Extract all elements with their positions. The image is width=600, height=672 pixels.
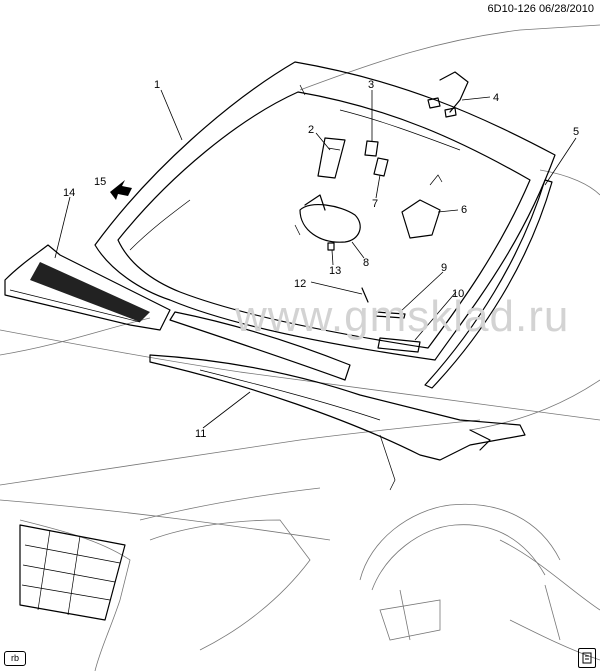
grille bbox=[19, 524, 126, 621]
mirror-bracket bbox=[317, 137, 346, 179]
rb-badge: rb bbox=[4, 651, 26, 666]
bolt bbox=[327, 242, 335, 251]
pin bbox=[361, 287, 369, 303]
leader-lines bbox=[54, 89, 577, 429]
callout-8: 8 bbox=[363, 257, 369, 269]
label-strip bbox=[374, 311, 406, 319]
drawing-date: 06/28/2010 bbox=[538, 3, 594, 15]
callout-9: 9 bbox=[441, 262, 447, 274]
callout-2: 2 bbox=[308, 124, 314, 136]
callout-11: 11 bbox=[195, 428, 206, 440]
callout-15: 15 bbox=[94, 176, 106, 188]
drawing-id: 6D10-126 bbox=[487, 3, 536, 15]
harness-connector bbox=[427, 71, 469, 118]
callout-1: 1 bbox=[154, 79, 160, 91]
callout-3: 3 bbox=[368, 79, 374, 91]
callout-7: 7 bbox=[372, 198, 378, 210]
cowl-panel bbox=[149, 311, 526, 491]
callout-12: 12 bbox=[294, 278, 306, 290]
callout-10: 10 bbox=[452, 288, 464, 300]
windshield-molding-right bbox=[424, 179, 553, 389]
cowl-vent-panel-left bbox=[4, 244, 171, 331]
direction-arrow-icon bbox=[110, 180, 132, 200]
callout-5: 5 bbox=[573, 126, 579, 138]
callout-labels: 1 2 3 4 5 6 7 8 9 10 11 12 13 14 15 bbox=[63, 79, 579, 440]
sensor-cover bbox=[373, 157, 389, 177]
car-body-outline bbox=[0, 24, 600, 671]
inside-rearview-mirror bbox=[294, 194, 361, 243]
book-icon bbox=[578, 648, 596, 668]
sensor-pad bbox=[364, 140, 379, 157]
windshield-glass bbox=[94, 61, 556, 361]
rain-sensor-module bbox=[401, 174, 443, 239]
vin-plate bbox=[377, 337, 421, 353]
drawing-header: 6D10-126 06/28/2010 bbox=[488, 3, 594, 15]
watermark: www.gmsklad.ru bbox=[235, 292, 570, 341]
callout-14: 14 bbox=[63, 187, 75, 199]
callout-4: 4 bbox=[493, 92, 499, 104]
callout-6: 6 bbox=[461, 204, 467, 216]
callout-13: 13 bbox=[329, 265, 341, 277]
